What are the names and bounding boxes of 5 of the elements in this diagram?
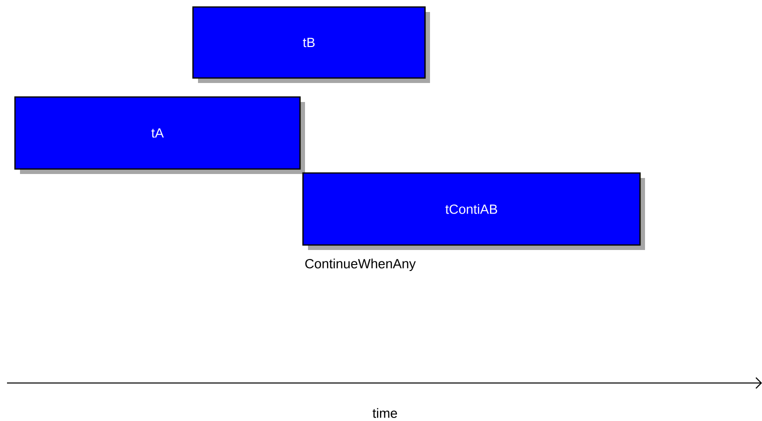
box-caption: ContinueWhenAny bbox=[305, 258, 416, 272]
axis-label: time bbox=[372, 408, 397, 418]
process-box: tA bbox=[14, 96, 305, 174]
process-box: tB bbox=[192, 6, 430, 83]
process-box: tContiAB bbox=[302, 172, 645, 250]
